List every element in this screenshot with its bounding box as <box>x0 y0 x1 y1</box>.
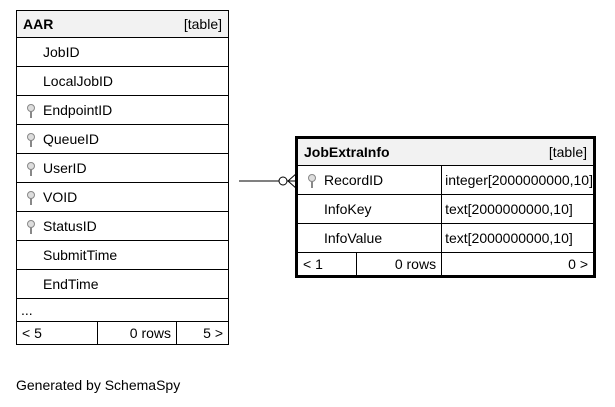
column-name: UserID <box>43 160 87 176</box>
column-row: UserID <box>16 153 229 183</box>
column-name: RecordID <box>324 172 384 188</box>
column-name: EndTime <box>16 269 229 299</box>
column-row: VOID <box>16 182 229 212</box>
footer-parents-count: < 5 <box>16 321 98 345</box>
column-row: StatusID <box>16 211 229 241</box>
relationship-optional-circle <box>278 176 288 186</box>
key-icon <box>27 133 35 147</box>
column-name: StatusID <box>43 218 97 234</box>
table-type: [table] <box>548 144 587 160</box>
column-row: EndpointID <box>16 95 229 125</box>
column-name: QueueID <box>43 131 100 147</box>
column-row: InfoValue text[2000000000,10] <box>295 223 595 253</box>
table-header: AAR [table] <box>16 10 229 38</box>
column-name: SubmitTime <box>16 240 229 270</box>
key-icon <box>27 191 35 205</box>
table-name: AAR <box>23 16 54 32</box>
table-name: JobExtraInfo <box>304 144 390 160</box>
column-row: QueueID <box>16 124 229 154</box>
more-columns-row: ... <box>16 298 229 322</box>
column-row: JobID <box>16 37 229 67</box>
footer-children-count: 5 > <box>176 321 229 345</box>
key-icon <box>27 162 35 176</box>
column-row: EndTime <box>16 269 229 299</box>
column-name: EndpointID <box>43 102 113 118</box>
column-type: text[2000000000,10] <box>441 223 595 253</box>
footer-children-count: 0 > <box>441 252 595 277</box>
column-name: InfoValue <box>295 223 443 253</box>
table-header: JobExtraInfo [table] <box>296 137 595 166</box>
table-footer: < 1 0 rows 0 > <box>296 252 595 277</box>
column-name: JobID <box>16 37 229 67</box>
column-row: InfoKey text[2000000000,10] <box>295 194 595 224</box>
more-columns-ellipsis: ... <box>16 298 229 322</box>
footer-parents-count: < 1 <box>296 252 357 277</box>
column-type: integer[2000000000,10] <box>441 165 595 195</box>
table-footer: < 5 0 rows 5 > <box>16 321 229 345</box>
table-jobextrainfo: JobExtraInfo [table] RecordID integer[20… <box>295 136 596 278</box>
table-type: [table] <box>183 16 222 32</box>
column-type: text[2000000000,10] <box>441 194 595 224</box>
key-icon <box>27 220 35 234</box>
column-row: LocalJobID <box>16 66 229 96</box>
footer-row-count: 0 rows <box>97 321 177 345</box>
generated-by-caption: Generated by SchemaSpy <box>16 377 181 393</box>
key-icon <box>308 174 316 188</box>
column-row: RecordID integer[2000000000,10] <box>295 165 595 195</box>
footer-row-count: 0 rows <box>355 252 443 277</box>
column-name: LocalJobID <box>16 66 229 96</box>
table-aar: AAR [table] JobID LocalJobID EndpointID … <box>16 10 229 345</box>
column-row: SubmitTime <box>16 240 229 270</box>
column-name: VOID <box>43 189 78 205</box>
key-icon <box>27 104 35 118</box>
column-name: InfoKey <box>295 194 443 224</box>
